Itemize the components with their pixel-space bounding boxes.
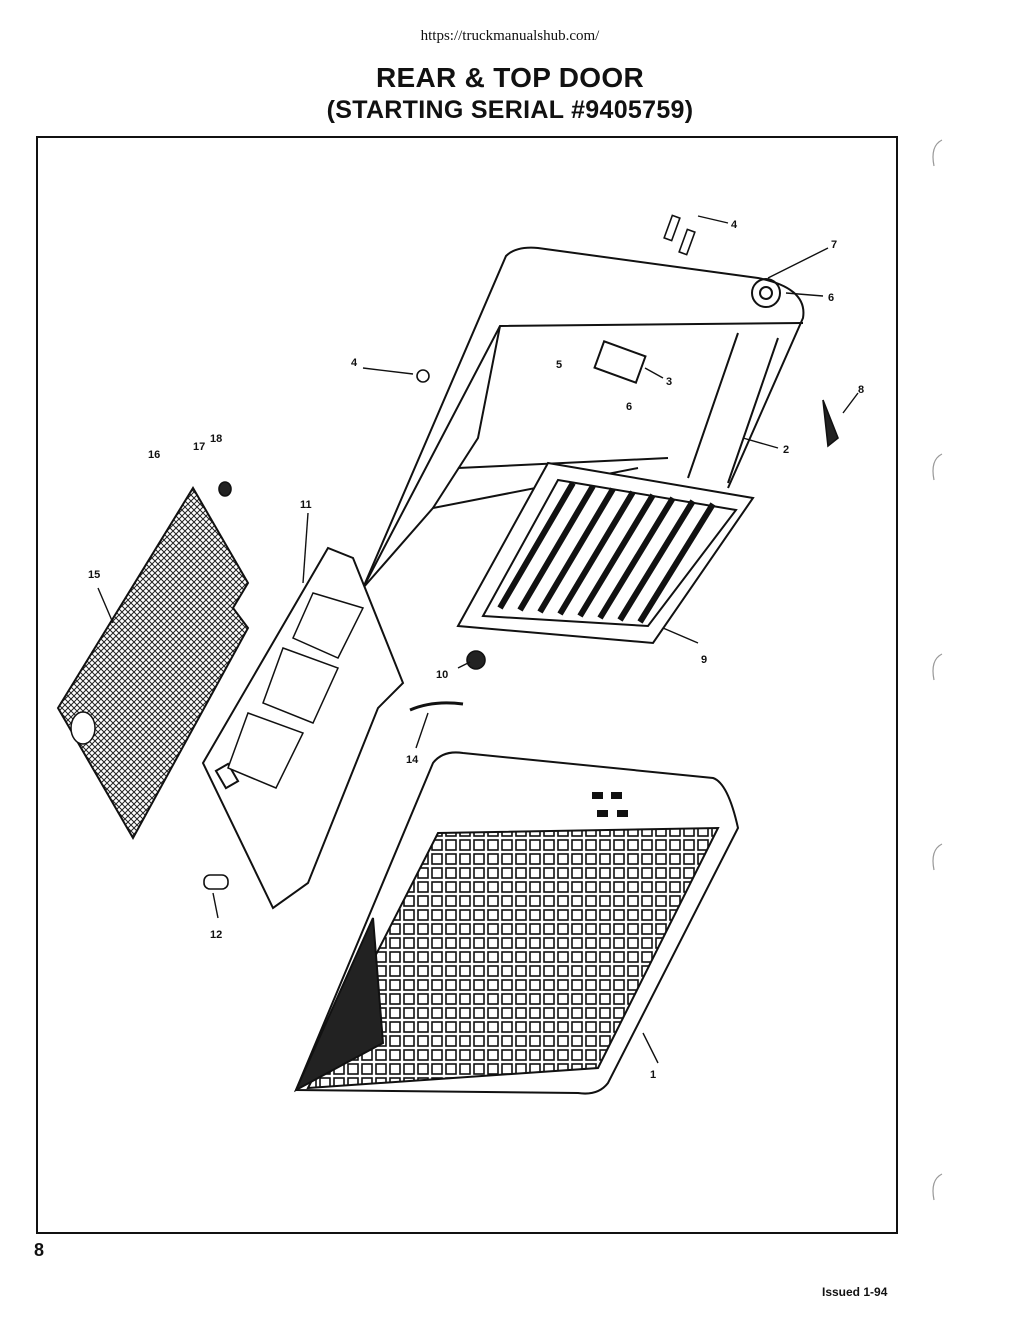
callout-6-center: 6 xyxy=(626,401,632,413)
callout-6-right: 6 xyxy=(828,292,834,304)
callout-5: 5 xyxy=(556,359,562,371)
diagram-frame: 1 2 3 4 4 5 6 6 7 8 9 10 11 12 14 15 16 … xyxy=(36,136,898,1234)
top-door-housing xyxy=(362,246,805,589)
binder-hole-mark xyxy=(932,139,943,167)
hardware xyxy=(203,214,839,890)
page-subtitle: (STARTING SERIAL #9405759) xyxy=(326,96,694,124)
page-number: 8 xyxy=(34,1240,45,1260)
callout-2: 2 xyxy=(783,444,789,456)
issued-date: Issued 1-94 xyxy=(822,1285,888,1299)
callout-18: 18 xyxy=(210,433,222,445)
callout-8: 8 xyxy=(858,384,864,396)
callout-4-top: 4 xyxy=(731,219,738,231)
callout-4-left: 4 xyxy=(351,357,358,369)
exploded-parts-diagram: 1 2 3 4 4 5 6 6 7 8 9 10 11 12 14 15 16 … xyxy=(56,214,864,1095)
source-url: https://truckmanualshub.com/ xyxy=(420,28,600,44)
callout-17: 17 xyxy=(193,441,205,453)
callout-3: 3 xyxy=(666,376,672,388)
mesh-screen xyxy=(56,486,250,841)
callout-9: 9 xyxy=(701,654,707,666)
binder-hole-mark xyxy=(932,653,943,681)
binder-hole-mark xyxy=(932,453,943,481)
callout-7: 7 xyxy=(831,239,837,251)
callout-16: 16 xyxy=(148,449,160,461)
callout-1: 1 xyxy=(650,1069,656,1081)
callout-14: 14 xyxy=(406,754,419,766)
callout-11: 11 xyxy=(300,499,312,511)
page-title: REAR & TOP DOOR xyxy=(376,62,644,93)
louver-panel xyxy=(456,461,755,645)
callouts xyxy=(97,215,859,1064)
callout-10: 10 xyxy=(436,669,448,681)
callout-12: 12 xyxy=(210,929,222,941)
binder-hole-mark xyxy=(932,843,943,871)
rear-door xyxy=(293,751,740,1095)
callout-labels: 1 2 3 4 4 5 6 6 7 8 9 10 11 12 14 15 16 … xyxy=(88,219,864,1081)
callout-15: 15 xyxy=(88,569,100,581)
inner-door-panel xyxy=(201,546,405,910)
binder-hole-mark xyxy=(932,1173,943,1201)
